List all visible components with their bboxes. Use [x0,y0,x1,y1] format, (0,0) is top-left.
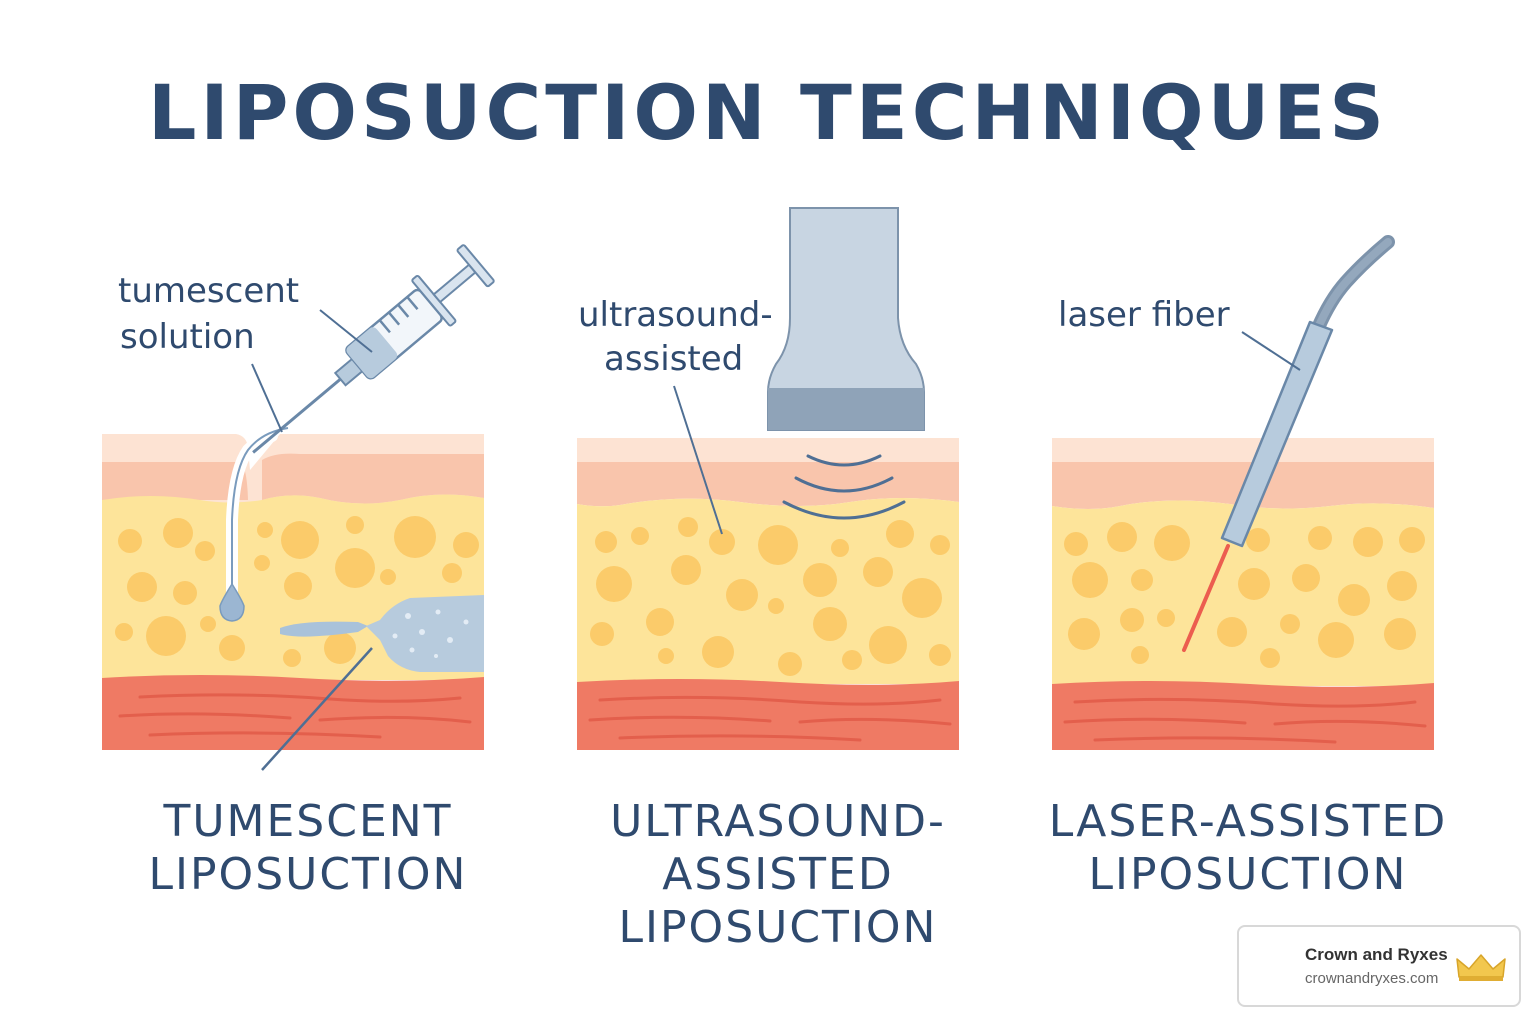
fat-cells [590,517,951,676]
skin-block-tumescent [102,427,484,750]
callout-tumescent-solution: tumescent solution [118,271,373,771]
muscle-fibers [1063,697,1427,744]
ultrasound-probe-icon [767,207,925,431]
muscle-fibers [118,693,472,739]
callout-line-1: laser fiber [1058,295,1230,335]
callout-laser-fiber: laser fiber [1058,295,1301,371]
syringe-icon [252,244,495,454]
leader-line [251,363,283,433]
leader-line [261,647,373,771]
caption-ultrasound: ULTRASOUND- ASSISTED LIPOSUCTION [570,795,986,954]
laser-handpiece [1220,320,1334,548]
panel-ultrasound: ultrasound- assisted [577,207,959,750]
page-title: LIPOSUCTION TECHNIQUES [147,68,1389,157]
caption-line: LIPOSUCTION [148,849,468,900]
callout-line-1: ultrasound- [578,295,773,335]
syringe-needle [252,377,342,454]
callout-line-1: tumescent [118,271,299,311]
panel-laser: laser fiber [1052,235,1434,750]
dermis-layer-right [262,453,484,504]
caption-line: ASSISTED [662,849,894,900]
caption-laser: LASER-ASSISTED LIPOSUCTION [1040,795,1456,901]
brand-badge[interactable]: Crown and Ryxes crownandryxes.com [1237,925,1521,1007]
leader-line [1241,331,1301,371]
fat-cells [115,516,479,667]
fat-cells [1064,522,1425,668]
caption-line: TUMESCENT [163,796,453,847]
skin-block-ultrasound [577,438,959,750]
caption-line: LASER-ASSISTED [1048,796,1448,847]
leader-line [673,385,723,535]
dermis-layer [102,462,248,500]
brand-name: Crown and Ryxes [1305,945,1448,964]
solution-droplet [219,582,245,622]
leader-line [319,309,373,353]
callout-ultrasound-assisted: ultrasound- assisted [578,295,773,535]
laser-fiber-icon [1182,235,1395,652]
dermis-layer [577,462,959,507]
crown-icon [1456,954,1506,981]
skin-block-laser [1052,438,1434,750]
caption-line: ULTRASOUND- [610,796,946,847]
callout-line-2: solution [120,317,255,357]
fat-layer [577,498,959,684]
laser-beam [1182,544,1230,652]
callout-line-2: assisted [604,339,743,379]
caption-line: LIPOSUCTION [618,902,938,953]
muscle-layer [102,675,484,750]
caption-line: LIPOSUCTION [1088,849,1408,900]
muscle-layer [577,679,959,750]
brand-url: crownandryxes.com [1305,970,1439,987]
caption-tumescent: TUMESCENT LIPOSUCTION [100,795,516,901]
ultrasound-waves [782,454,906,520]
cannula-icon [280,595,484,672]
muscle-fibers [588,695,952,742]
solution-tube [231,427,289,590]
panel-tumescent: tumescent solution [102,244,495,771]
